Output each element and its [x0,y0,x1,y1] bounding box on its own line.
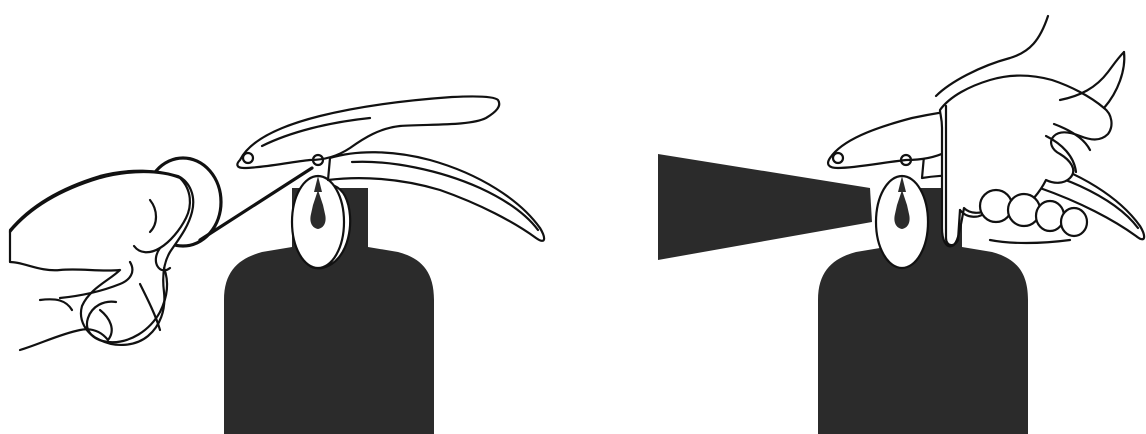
pull-pin-step-icon [10,96,544,434]
valve-head-left [292,176,350,268]
hand-pulling-pin [10,171,193,350]
squeeze-handle-spray-step-icon [658,16,1144,434]
spray-cone [658,154,872,260]
valve-head-right [876,176,928,268]
